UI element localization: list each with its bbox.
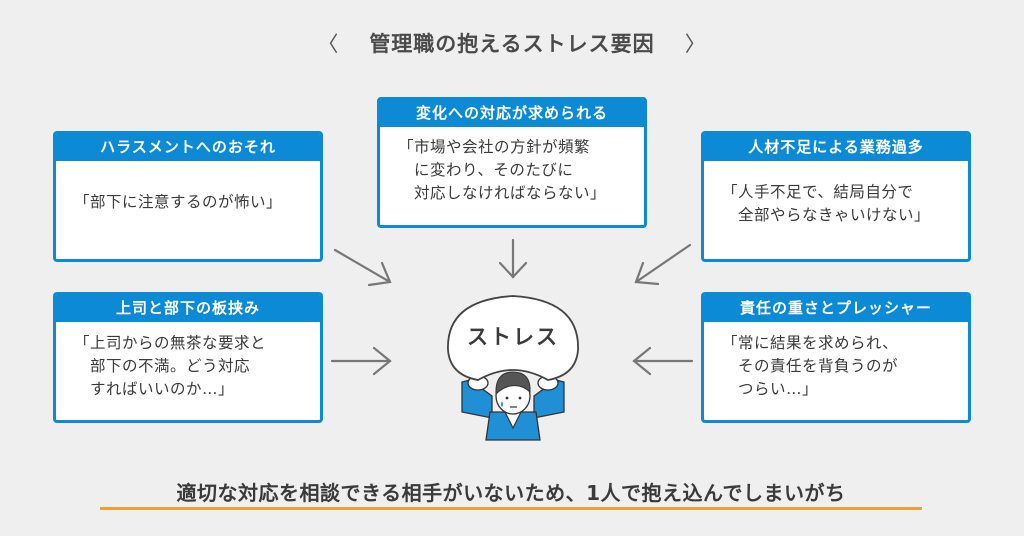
left-bracket-icon: 〈: [317, 32, 340, 56]
card-harassment: ハラスメントへのおそれ 「部下に注意するのが怖い」: [53, 131, 323, 262]
card-change: 変化への対応が求められる 「市場や会社の方針が頻繁 に変わり、そのたびに 対応し…: [377, 97, 647, 228]
card-heading: 人材不足による業務過多: [704, 134, 968, 161]
card-heading: 上司と部下の板挟み: [56, 295, 320, 322]
arrow-icon-top-left: [333, 248, 392, 287]
card-heading: 変化への対応が求められる: [380, 100, 644, 127]
card-responsibility: 責任の重さとプレッシャー 「常に結果を求められ、 その責任を背負うのが つらい……: [701, 292, 971, 423]
card-quote: 「上司からの無茶な要求と 部下の不満。どう対応 すればいいのか…」: [74, 334, 267, 398]
bottom-message: 適切な対応を相談できる相手がいないため、1人で抱え込んでしまいがち: [176, 481, 846, 505]
stress-label: ストレス: [467, 325, 559, 349]
arrow-icon-left: [330, 346, 392, 376]
page-title: 〈 管理職の抱えるストレス要因 〉: [0, 28, 1024, 58]
bottom-underline: [100, 507, 922, 510]
card-heading: 責任の重さとプレッシャー: [704, 295, 968, 322]
arrow-icon-top: [498, 238, 528, 279]
arrow-icon-right: [632, 346, 694, 376]
arrow-icon-top-right: [634, 243, 692, 286]
card-heading: ハラスメントへのおそれ: [56, 134, 320, 161]
card-quote: 「部下に注意するのが怖い」: [74, 193, 283, 211]
card-understaffed: 人材不足による業務過多 「人手不足で、結局自分で 全部やらなきゃいけない」: [701, 131, 971, 262]
right-bracket-icon: 〉: [684, 32, 707, 56]
card-quote: 「人手不足で、結局自分で 全部やらなきゃいけない」: [722, 183, 931, 224]
card-quote: 「常に結果を求められ、 その責任を背負うのが つらい…」: [722, 334, 899, 398]
title-text: 管理職の抱えるストレス要因: [369, 32, 655, 56]
card-sandwiched: 上司と部下の板挟み 「上司からの無茶な要求と 部下の不満。どう対応 すればいいの…: [53, 292, 323, 423]
card-quote: 「市場や会社の方針が頻繁 に変わり、そのたびに 対応しなければならない」: [398, 138, 607, 202]
person-icon: [461, 371, 565, 441]
stress-bubble: ストレス: [447, 295, 579, 381]
